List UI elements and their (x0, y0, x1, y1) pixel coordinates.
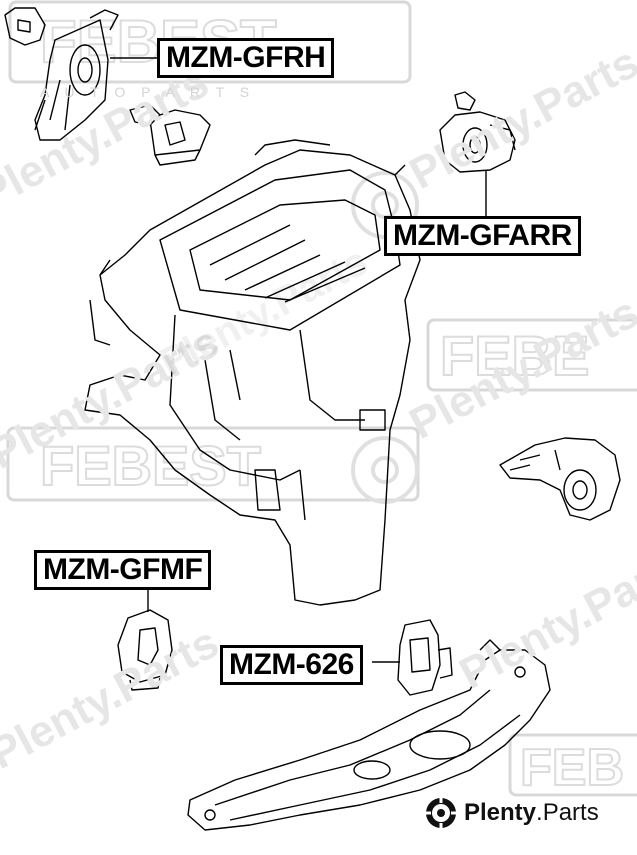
febest-watermark-mid: FEBEST (6, 426, 420, 502)
label-mzm-gfrh: MZM-GFRH (157, 38, 335, 78)
svg-text:Plenty.Parts: Plenty.Parts (0, 618, 226, 779)
brand-rest: .Parts (536, 799, 599, 826)
brand-bold: Plenty (464, 799, 537, 826)
engine-block (84, 139, 421, 606)
mount-626-part (372, 619, 453, 696)
gear-logo-icon (426, 798, 456, 828)
svg-text:FEB: FEB (520, 739, 624, 797)
svg-text:Plenty.Parts: Plenty.Parts (402, 38, 637, 199)
svg-text:FEBEST: FEBEST (40, 434, 261, 497)
mount-gfarr-part (439, 91, 516, 216)
label-mzm-626: MZM-626 (220, 645, 363, 685)
febest-watermark-right: FEBE FEB (426, 318, 637, 798)
label-mzm-gfmf: MZM-GFMF (34, 550, 212, 590)
mount-gfmf-part (117, 590, 173, 691)
mount-right-part (499, 437, 621, 521)
label-mzm-gfarr: MZM-GFARR (384, 216, 581, 256)
plenty-parts-brand: Plenty.Parts (424, 795, 599, 831)
gear-watermark-icons (351, 171, 419, 504)
svg-text:FEBE: FEBE (440, 324, 589, 387)
mount-gfrh-part (4, 7, 211, 166)
brand-text: Plenty.Parts (464, 799, 599, 827)
svg-text:Plenty.Parts: Plenty.Parts (452, 538, 637, 699)
svg-text:Plenty.Parts: Plenty.Parts (402, 288, 637, 449)
watermark-subtitle: A U T O P A R T S (40, 84, 256, 100)
crossmember-part (187, 639, 551, 831)
